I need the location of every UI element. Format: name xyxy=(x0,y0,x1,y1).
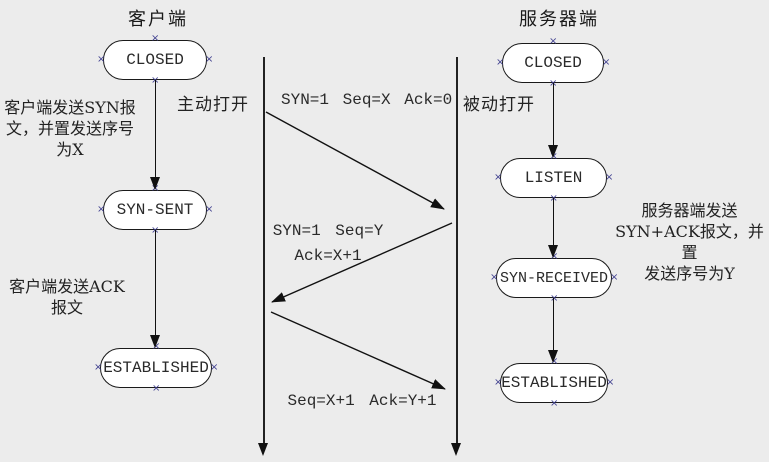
state-label: SYN-SENT xyxy=(116,201,194,219)
connection-point-icon xyxy=(606,379,614,387)
connection-point-icon xyxy=(605,174,613,182)
client-syn-note: 客户端发送SYN报 文，并置发送序号 为X xyxy=(4,98,136,159)
connection-point-icon xyxy=(490,274,498,282)
client-timeline xyxy=(258,57,269,456)
connection-point-icon xyxy=(494,379,502,387)
client-ack-note: 客户端发送ACK 报文 xyxy=(9,277,125,317)
server-timeline xyxy=(451,57,462,456)
connection-point-icon xyxy=(94,364,102,372)
state-label: LISTEN xyxy=(524,169,583,187)
arrow-client-closed-to-syn-sent xyxy=(150,80,161,190)
ack-message-label: Seq=X+1 Ack=Y+1 xyxy=(287,392,437,410)
state-server-listen[interactable]: LISTEN xyxy=(500,158,607,198)
syn-message-label: SYN=1 Seq=X Ack=0 xyxy=(281,91,453,109)
arrow-server-closed-to-listen xyxy=(548,83,559,158)
connection-point-icon xyxy=(494,174,502,182)
arrow-server-listen-to-syn-received xyxy=(548,198,559,258)
connection-point-icon xyxy=(97,206,105,214)
state-client-established[interactable]: ESTABLISHED xyxy=(100,348,212,388)
connection-point-icon xyxy=(205,206,213,214)
connection-point-icon xyxy=(496,59,504,67)
state-server-established[interactable]: ESTABLISHED xyxy=(500,363,608,403)
state-client-closed[interactable]: CLOSED xyxy=(103,40,207,80)
active-open-label: 主动打开 xyxy=(177,95,249,115)
state-client-syn-sent[interactable]: SYN-SENT xyxy=(103,190,207,230)
state-server-closed[interactable]: CLOSED xyxy=(502,43,604,83)
ack-segment-arrow xyxy=(270,311,446,390)
passive-open-label: 被动打开 xyxy=(463,95,535,115)
arrow-server-syn-received-to-established xyxy=(548,298,559,363)
server-synack-note: 服务器端发送 SYN+ACK报文，并置 发送序号为Y xyxy=(615,201,764,283)
arrow-client-syn-sent-to-established xyxy=(150,230,161,348)
state-label: ESTABLISHED xyxy=(103,359,209,377)
state-label: CLOSED xyxy=(524,54,582,72)
connection-point-icon xyxy=(151,35,159,43)
connection-point-icon xyxy=(152,385,160,393)
state-label: CLOSED xyxy=(126,51,184,69)
state-label: ESTABLISHED xyxy=(501,374,607,392)
syn-segment-arrow xyxy=(265,111,445,210)
connection-point-icon xyxy=(97,56,105,64)
connection-point-icon xyxy=(210,364,218,372)
connection-point-icon xyxy=(549,38,557,46)
synack-message-label: SYN=1 Seq=Y Ack=X+1 xyxy=(272,222,384,265)
connection-point-icon xyxy=(550,400,558,408)
state-server-syn-received[interactable]: SYN-RECEIVED xyxy=(496,258,612,298)
connection-point-icon xyxy=(205,56,213,64)
client-column-title: 客户端 xyxy=(128,9,188,30)
state-label: SYN-RECEIVED xyxy=(499,269,609,287)
connection-point-icon xyxy=(602,59,610,67)
server-column-title: 服务器端 xyxy=(519,9,599,30)
